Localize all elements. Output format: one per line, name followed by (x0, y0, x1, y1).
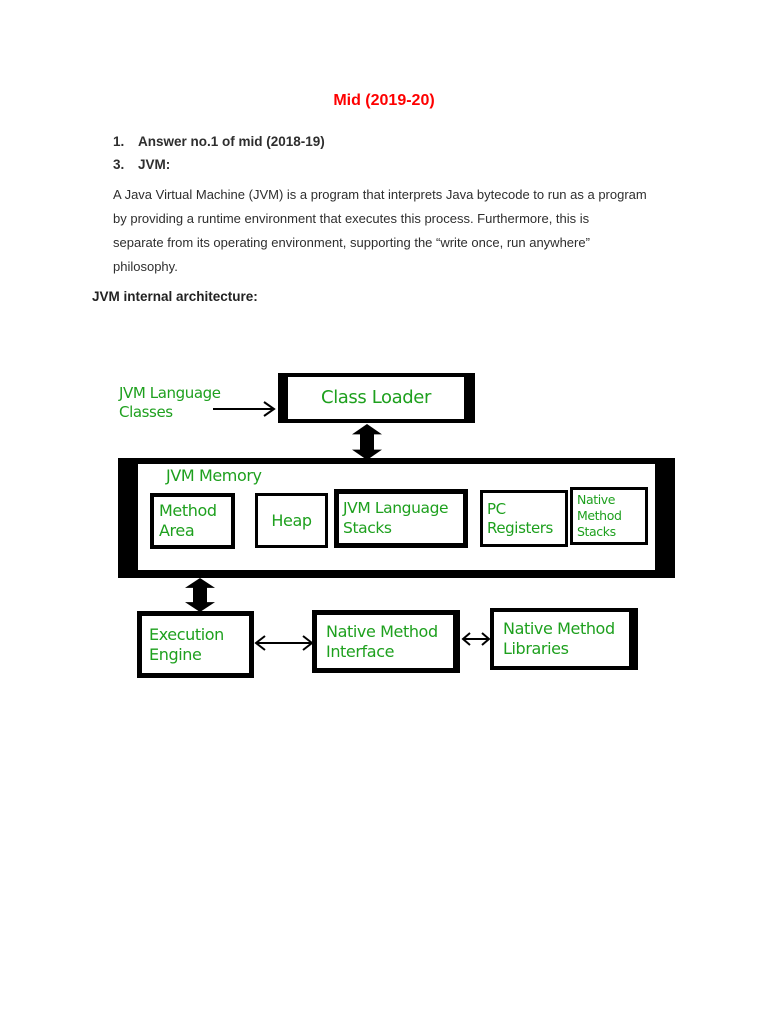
list-item-number: 3. (113, 157, 125, 172)
list-item-number: 1. (113, 134, 125, 149)
double-arrow-vertical-icon (184, 578, 216, 612)
native-method-libraries-label: Native Method Libraries (503, 619, 615, 658)
numbered-list: 1. Answer no.1 of mid (2018-19) 3. JVM: (113, 130, 325, 176)
native-method-stacks-box: Native Method Stacks (570, 487, 648, 545)
jvm-language-stacks-box: JVM Language Stacks (334, 489, 468, 548)
pc-registers-box: PC Registers (480, 490, 568, 547)
native-method-libraries-box: Native Method Libraries (490, 608, 638, 670)
method-area-label: Method Area (159, 501, 217, 540)
double-arrow-vertical-icon (351, 424, 383, 460)
arrow-right-icon (212, 399, 279, 419)
native-method-interface-label: Native Method Interface (326, 621, 438, 661)
class-loader-box: Class Loader (278, 373, 475, 423)
list-item: 3. JVM: (113, 153, 325, 176)
native-method-interface-box: Native Method Interface (312, 610, 460, 673)
method-area-box: Method Area (150, 493, 235, 549)
heap-label: Heap (271, 510, 312, 530)
class-loader-label: Class Loader (321, 386, 431, 408)
jvm-language-stacks-label: JVM Language Stacks (343, 499, 449, 537)
jvm-memory-label: JVM Memory (166, 466, 262, 485)
jvm-language-classes-label: JVM Language Classes (119, 384, 221, 421)
double-arrow-horizontal-icon (460, 628, 492, 650)
execution-engine-label: Execution Engine (149, 624, 224, 664)
list-item: 1. Answer no.1 of mid (2018-19) (113, 130, 325, 153)
native-method-stacks-label: Native Method Stacks (577, 491, 622, 540)
jvm-memory-box: JVM Memory Method Area Heap JVM Language… (118, 458, 675, 578)
heap-box: Heap (255, 493, 328, 548)
section-heading: JVM internal architecture: (92, 289, 258, 304)
execution-engine-box: Execution Engine (137, 611, 254, 678)
list-item-text: Answer no.1 of mid (2018-19) (138, 134, 325, 149)
list-item-text: JVM: (138, 157, 171, 172)
pc-registers-label: PC Registers (487, 499, 553, 537)
page-title: Mid (2019-20) (333, 92, 435, 109)
jvm-definition-paragraph: A Java Virtual Machine (JVM) is a progra… (113, 187, 647, 274)
double-arrow-horizontal-icon (252, 632, 316, 654)
